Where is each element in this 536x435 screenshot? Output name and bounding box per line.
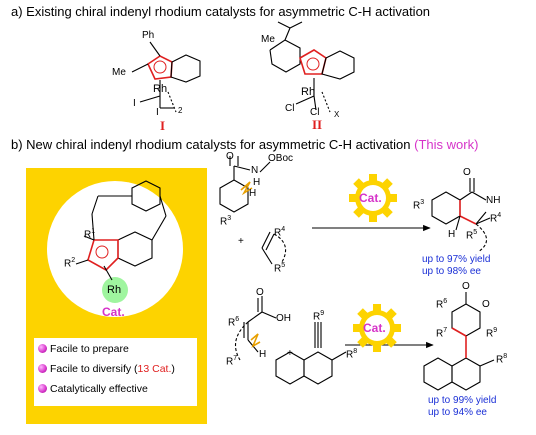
r2-oh-label: OH <box>276 313 291 324</box>
r2-h-label: H <box>259 349 267 360</box>
reaction1-gear: Cat. <box>348 173 398 223</box>
r1-p-r5-label: R5 <box>466 229 478 242</box>
r2-o-label: O <box>256 287 264 298</box>
reaction1-yield: up to 97% yield <box>422 254 491 265</box>
gear-icon <box>353 304 401 352</box>
cat-label: Cat. <box>102 305 125 319</box>
gear-icon <box>349 174 397 222</box>
r2-p-r9-label: R9 <box>486 327 498 340</box>
r2-plus-label: + <box>287 348 293 359</box>
bullet-icon <box>38 384 47 393</box>
section-b-heading-main: b) New chiral indenyl rhodium catalysts … <box>11 137 415 152</box>
cat-II-roman-label: II <box>312 117 323 132</box>
r2-r6-label: R6 <box>228 316 240 329</box>
reaction2-ee: up to 94% ee <box>428 407 487 418</box>
cat-II-me1-label: Me <box>261 34 275 45</box>
r1-p-o-label: O <box>463 167 471 178</box>
r2-p-o1-label: O <box>462 281 470 292</box>
r1-h2-label: H <box>249 188 257 199</box>
reaction1-gear-label: Cat. <box>359 191 382 205</box>
catalyst-ring-circle <box>95 245 109 259</box>
cat-I-sub-label: 2 <box>178 106 183 115</box>
r2-p-o2-label: O <box>482 299 490 310</box>
r2-p-r8-label: R8 <box>496 353 508 366</box>
r2-r8-label: R8 <box>346 348 358 361</box>
cat-rh-label: Rh <box>107 284 122 296</box>
r2-r7-label: R7 <box>226 355 238 368</box>
feature-item: Facile to diversify (13 Cat.) <box>38 363 175 375</box>
cat-II-sub-label: X <box>334 110 340 119</box>
feature-item: Catalytically effective <box>38 383 148 395</box>
cat-I-i2-label: I <box>156 107 159 118</box>
section-a-heading: a) Existing chiral indenyl rhodium catal… <box>11 4 431 19</box>
cat-I-ph-label: Ph <box>142 30 155 41</box>
bullet-icon <box>38 364 47 373</box>
bullet-icon <box>38 344 47 353</box>
reaction2-product <box>423 292 495 391</box>
reaction2-gear: Cat. <box>352 303 402 353</box>
feature-item: Facile to prepare <box>38 343 129 355</box>
catalyst-II-ring-circle <box>306 57 320 71</box>
cat-I-i1-label: I <box>133 98 136 109</box>
reaction1-reactant1 <box>219 156 271 213</box>
r1-oboc-label: OBoc <box>268 153 294 164</box>
r1-p-r4-label: R4 <box>490 212 502 225</box>
r1-plus-label: + <box>238 236 244 247</box>
reaction2-gear-label: Cat. <box>363 321 386 335</box>
reaction1-product <box>431 178 491 253</box>
reaction2-yield: up to 99% yield <box>428 395 497 406</box>
section-b-heading-highlight: (This work) <box>414 137 479 152</box>
reaction1-reactant2 <box>261 231 287 265</box>
r2-r9-label: R9 <box>313 310 325 323</box>
r1-p-nh-label: NH <box>486 195 501 206</box>
rh-green-circle <box>102 277 128 303</box>
r1-n-label: N <box>251 165 259 176</box>
r1-r4-label: R4 <box>274 226 286 239</box>
reaction2-reactant2 <box>275 322 347 385</box>
cat-II-rh-label: Rh <box>301 86 316 98</box>
section-b-heading: b) New chiral indenyl rhodium catalysts … <box>11 137 478 152</box>
r2-p-r7-label: R7 <box>436 327 448 340</box>
cat-II-cl2-label: Cl <box>310 107 320 118</box>
r1-p-r3-label: R3 <box>413 199 425 212</box>
r1-o-label: O <box>226 151 234 162</box>
r1-p-h-label: H <box>448 229 456 240</box>
cat-I-roman-label: I <box>160 118 166 133</box>
r2-p-r6-label: R6 <box>436 298 448 311</box>
catalyst-II-structure <box>269 21 355 113</box>
cat-r2-label: R2 <box>64 257 76 270</box>
catalyst-I-structure <box>131 41 201 113</box>
features-box: Facile to prepare Facile to diversify (1… <box>34 338 197 406</box>
cat-I-rh-label: Rh <box>153 83 168 95</box>
reaction2-reactant1 <box>234 296 277 361</box>
catalyst-I-ring-circle <box>153 60 167 74</box>
r1-r3-label: R3 <box>220 215 232 228</box>
new-catalyst-structure <box>75 180 167 271</box>
cat-r1-label: R1 <box>84 228 96 241</box>
reaction1-ee: up to 98% ee <box>422 266 481 277</box>
r1-h-label: H <box>253 177 261 188</box>
cat-II-cl1-label: Cl <box>285 103 295 114</box>
r1-r5-label: R5 <box>274 262 286 275</box>
cat-I-me-label: Me <box>112 67 126 78</box>
catalyst-white-circle <box>47 181 183 317</box>
